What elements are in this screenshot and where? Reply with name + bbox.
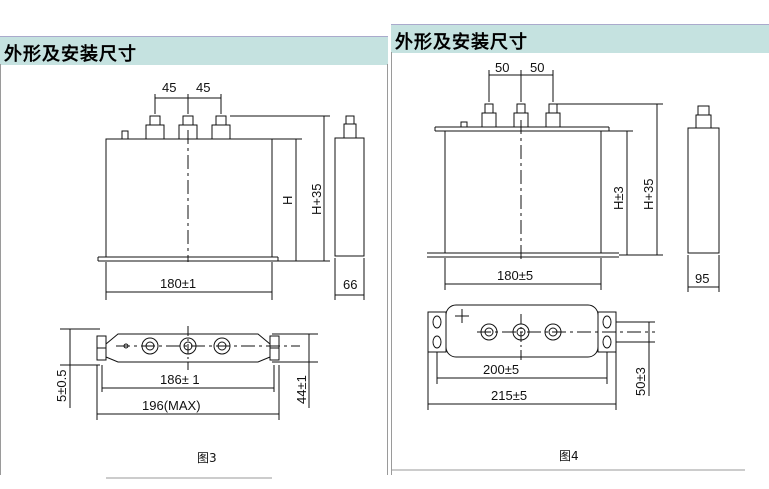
dim-H35: H+35 xyxy=(309,184,324,215)
mounting-plate-4 xyxy=(445,304,599,358)
dim-spacing-b: 45 xyxy=(196,80,210,95)
dim-max: 196(MAX) xyxy=(142,398,201,413)
terminal-4-1 xyxy=(481,112,497,128)
dim-spacing-a-4: 50 xyxy=(495,60,509,75)
section-header-left: 外形及安装尺寸 xyxy=(0,36,388,65)
terminal-3 xyxy=(211,124,231,140)
dim-mount: 186± 1 xyxy=(160,372,200,387)
dim-H3: H±3 xyxy=(611,186,626,210)
figure-caption-4: 图4 xyxy=(559,449,579,463)
panel-border-right xyxy=(387,64,388,475)
panel-figure-4: 外形及安装尺寸 xyxy=(391,0,769,489)
panel-figure-3: 外形及安装尺寸 xyxy=(0,36,388,479)
dim-total-4: 215±5 xyxy=(491,388,527,403)
terminal-4-3 xyxy=(545,112,561,128)
capacitor-body-front-4 xyxy=(444,130,602,254)
capacitor-body-side-4 xyxy=(687,127,720,254)
dim-spacing-a: 45 xyxy=(162,80,176,95)
dim-spacing-b-4: 50 xyxy=(530,60,544,75)
capacitor-body-side xyxy=(334,137,365,257)
section-title-left: 外形及安装尺寸 xyxy=(4,44,137,65)
panel-border-left xyxy=(0,64,1,475)
figure-caption-3: 图3 xyxy=(197,451,217,465)
dim-width-4: 180±5 xyxy=(497,268,533,283)
dim-width: 180±1 xyxy=(160,276,196,291)
figure-3-drawing: 45 45 H H+35 180±1 66 5±0.5 186± 1 196(M… xyxy=(54,80,365,479)
terminal-1 xyxy=(145,124,165,140)
dim-plate-height: 44±1 xyxy=(294,375,309,404)
panel-border-left-2 xyxy=(391,52,392,475)
dim-depth: 66 xyxy=(343,277,357,292)
section-title-right: 外形及安装尺寸 xyxy=(395,32,528,53)
section-header-right: 外形及安装尺寸 xyxy=(391,24,769,53)
dim-H: H xyxy=(280,196,295,205)
dim-depth-4: 95 xyxy=(695,271,709,286)
dim-slot: 5±0.5 xyxy=(54,370,69,402)
dim-plate-height-4: 50±3 xyxy=(633,367,648,396)
figure-4-drawing: 50 50 H±3 H+35 180±5 95 200±5 215±5 50±3… xyxy=(391,60,745,471)
capacitor-body-front xyxy=(105,138,273,258)
dim-mount-4: 200±5 xyxy=(483,362,519,377)
dim-H35-4: H+35 xyxy=(641,179,656,210)
